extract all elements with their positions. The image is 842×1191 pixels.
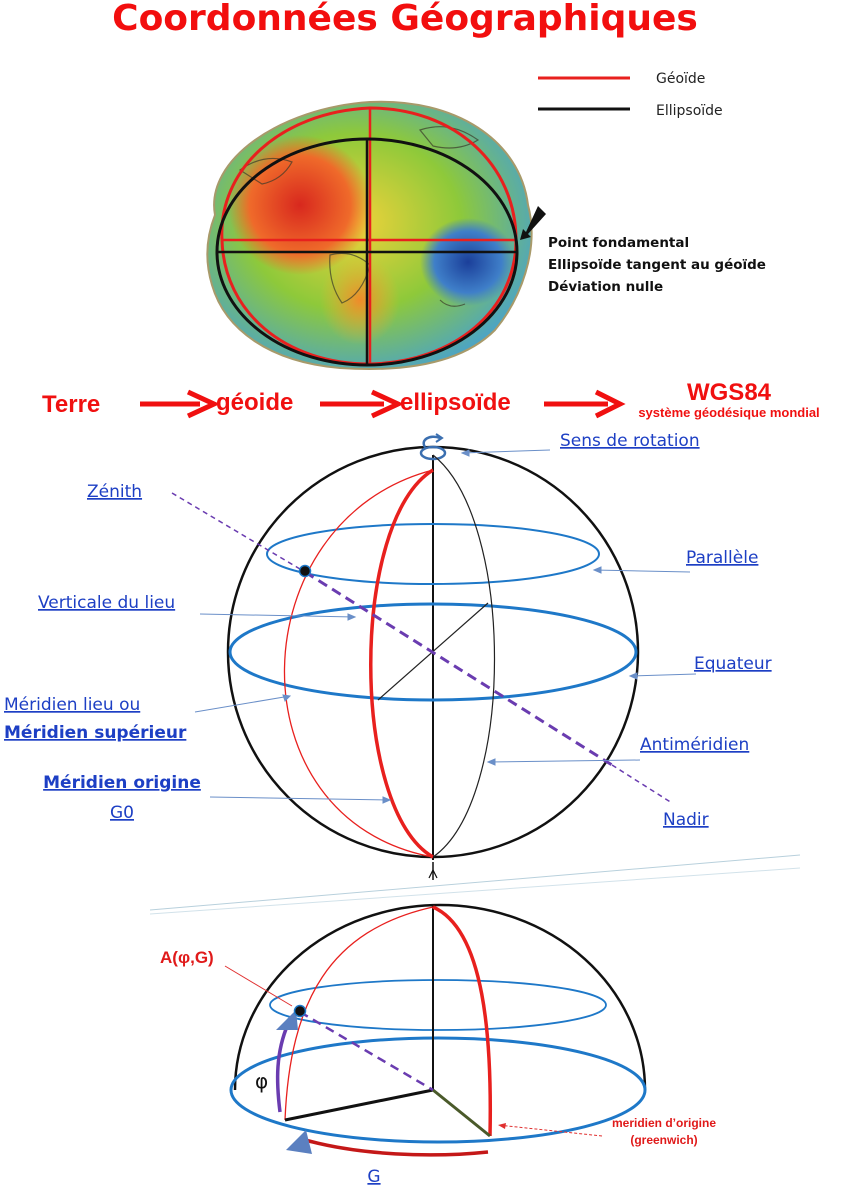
hemisphere-local-meridian <box>284 906 434 1121</box>
flow-arrow-2 <box>320 389 404 419</box>
local-radius <box>284 1088 434 1122</box>
parallel-ellipse <box>266 523 600 585</box>
label-phi: φ <box>255 1069 268 1093</box>
equator-ellipse <box>228 602 638 702</box>
label-greenwich-1: meridien d’origine <box>612 1116 716 1130</box>
celestial-sphere <box>171 433 673 880</box>
label-meridien-lieu-1: Méridien lieu ou <box>4 695 140 715</box>
longitude-arrowhead <box>286 1130 312 1154</box>
point-fondamental-line-1: Point fondamental <box>548 235 689 251</box>
flow-step-ellipsoide: ellipsoïde <box>400 389 511 416</box>
hemisphere-outline <box>233 903 647 1091</box>
label-greenwich-2: (greenwich) <box>630 1133 697 1147</box>
vertical-line <box>304 570 613 767</box>
point-fondamental-line-3: Déviation nulle <box>548 279 663 295</box>
zenith-extension <box>171 492 306 573</box>
point-radius <box>299 1010 434 1092</box>
geoid-continent-outlines <box>238 126 480 307</box>
label-g: G <box>367 1167 380 1187</box>
hemisphere-parallel <box>269 979 607 1031</box>
rotation-icon <box>419 433 447 461</box>
geoid-globe-illustration <box>206 100 533 370</box>
longitude-arc <box>304 1138 489 1157</box>
label-meridien-origine-2: G0 <box>110 803 134 823</box>
latitude-arrowhead <box>276 1010 298 1030</box>
place-point <box>298 564 312 578</box>
greenwich-leader <box>497 1124 603 1137</box>
flow-step-terre: Terre <box>42 391 100 418</box>
local-meridian <box>283 469 434 858</box>
flow-wgs84-subtitle: système géodésique mondial <box>638 405 819 420</box>
tangent-point-arrow <box>520 206 546 240</box>
origin-meridian <box>369 468 434 859</box>
label-verticale: Verticale du lieu <box>38 593 175 613</box>
point-a-leader <box>224 965 293 1007</box>
page-title: Coordonnées Géographiques <box>112 0 698 39</box>
label-meridien-origine-1: Méridien origine <box>43 773 201 793</box>
label-meridien-lieu-2: Méridien supérieur <box>4 723 187 743</box>
label-nadir: Nadir <box>663 810 709 830</box>
legend: Géoïde Ellipsoïde <box>538 71 723 119</box>
origin-radius <box>432 1088 491 1138</box>
flow-step-wgs84: WGS84 <box>687 379 772 406</box>
label-zenith: Zénith <box>87 482 142 502</box>
nadir-extension <box>611 764 673 804</box>
greenwich-leader-arrowhead <box>498 1123 506 1129</box>
hemisphere-equator <box>229 1036 647 1144</box>
label-sens-rotation: Sens de rotation <box>560 431 700 451</box>
flow-row: Terre géoide ellipsoïde WGS84 système gé… <box>42 379 820 420</box>
hemisphere <box>224 903 647 1157</box>
flow-arrow-3 <box>544 389 626 419</box>
flow-step-geoide: géoide <box>216 389 293 416</box>
hemisphere-origin-meridian <box>432 905 493 1137</box>
perspective-line-1 <box>149 854 801 911</box>
point-fondamental-line-2: Ellipsoïde tangent au géoïde <box>548 257 766 273</box>
leader-lines <box>194 449 697 804</box>
antimeridian <box>432 454 495 858</box>
flow-arrow-1 <box>140 389 220 419</box>
label-parallele: Parallèle <box>686 548 758 568</box>
point-a-marker <box>293 1004 307 1018</box>
perspective-line-2 <box>149 867 801 915</box>
polar-axis-tip <box>428 868 438 879</box>
legend-geoid-label: Géoïde <box>656 71 705 87</box>
label-point-a: A(φ,G) <box>160 948 214 967</box>
geoid-africa-anomaly <box>320 255 400 345</box>
label-equateur: Equateur <box>694 654 772 674</box>
legend-ellipsoid-label: Ellipsoïde <box>656 103 723 119</box>
latitude-arc <box>275 1023 290 1113</box>
label-antimeridien: Antiméridien <box>640 735 749 755</box>
